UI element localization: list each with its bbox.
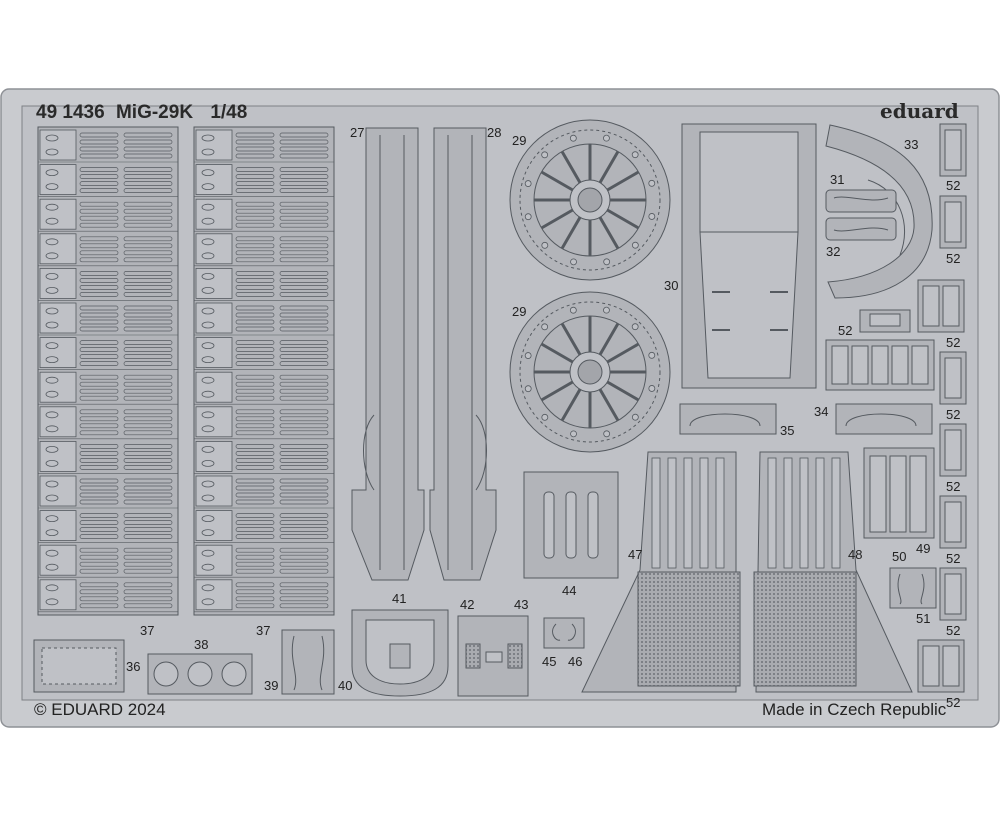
label-42: 42 xyxy=(460,597,474,612)
label-52f: 52 xyxy=(946,479,960,494)
label-39: 39 xyxy=(264,678,278,693)
label-36: 36 xyxy=(126,659,140,674)
label-52g: 52 xyxy=(946,551,960,566)
part-28 xyxy=(429,127,497,581)
part-29-lower xyxy=(509,291,671,453)
label-35: 35 xyxy=(780,423,794,438)
label-49: 49 xyxy=(916,541,930,556)
label-50: 50 xyxy=(892,549,906,564)
part-52-row xyxy=(825,339,935,391)
eduard-logo: eduard xyxy=(880,99,959,123)
part-29-upper xyxy=(509,119,671,281)
part-48 xyxy=(753,451,913,693)
label-52h: 52 xyxy=(946,623,960,638)
label-27: 27 xyxy=(350,125,364,140)
label-44: 44 xyxy=(562,583,576,598)
label-29b: 29 xyxy=(512,304,526,319)
label-52i: 52 xyxy=(946,695,960,710)
label-52d: 52 xyxy=(946,335,960,350)
part-45-46 xyxy=(543,617,585,649)
label-47: 47 xyxy=(628,547,642,562)
part-39-40 xyxy=(281,629,335,695)
label-52c: 52 xyxy=(838,323,852,338)
label-40: 40 xyxy=(338,678,352,693)
label-29a: 29 xyxy=(512,133,526,148)
label-32: 32 xyxy=(826,244,840,259)
label-34: 34 xyxy=(814,404,828,419)
label-38: 38 xyxy=(194,637,208,652)
part-36 xyxy=(33,639,125,693)
part-50-51 xyxy=(889,567,937,609)
set-title: 49 1436 MiG-29K 1/48 xyxy=(36,102,247,123)
part-44 xyxy=(523,471,619,579)
label-52a: 52 xyxy=(946,178,960,193)
label-37b: 37 xyxy=(256,623,270,638)
label-31: 31 xyxy=(830,172,844,187)
part-38 xyxy=(147,653,253,695)
label-48: 48 xyxy=(848,547,862,562)
label-46: 46 xyxy=(568,654,582,669)
part-32 xyxy=(825,217,897,241)
part-number-labels: 27 28 29 29 30 31 32 33 34 35 36 37 37 3… xyxy=(126,125,960,710)
label-43: 43 xyxy=(514,597,528,612)
copyright-text: © EDUARD 2024 xyxy=(34,700,166,719)
label-52e: 52 xyxy=(946,407,960,422)
label-28: 28 xyxy=(487,125,501,140)
part-31 xyxy=(825,189,897,213)
part-35 xyxy=(679,403,777,435)
part-30 xyxy=(681,123,817,389)
part-37-left xyxy=(37,126,179,616)
origin-text: Made in Czech Republic xyxy=(762,700,947,719)
label-30: 30 xyxy=(664,278,678,293)
part-42-43 xyxy=(457,615,529,697)
label-33: 33 xyxy=(904,137,918,152)
label-41: 41 xyxy=(392,591,406,606)
label-45: 45 xyxy=(542,654,556,669)
label-51: 51 xyxy=(916,611,930,626)
part-37-right xyxy=(193,126,335,616)
part-41 xyxy=(351,609,449,697)
part-52-group xyxy=(917,123,967,693)
label-52b: 52 xyxy=(946,251,960,266)
part-47 xyxy=(581,451,741,693)
part-33 xyxy=(825,124,933,299)
label-37a: 37 xyxy=(140,623,154,638)
part-34 xyxy=(835,403,933,435)
part-49 xyxy=(863,447,935,539)
part-27 xyxy=(351,127,425,581)
